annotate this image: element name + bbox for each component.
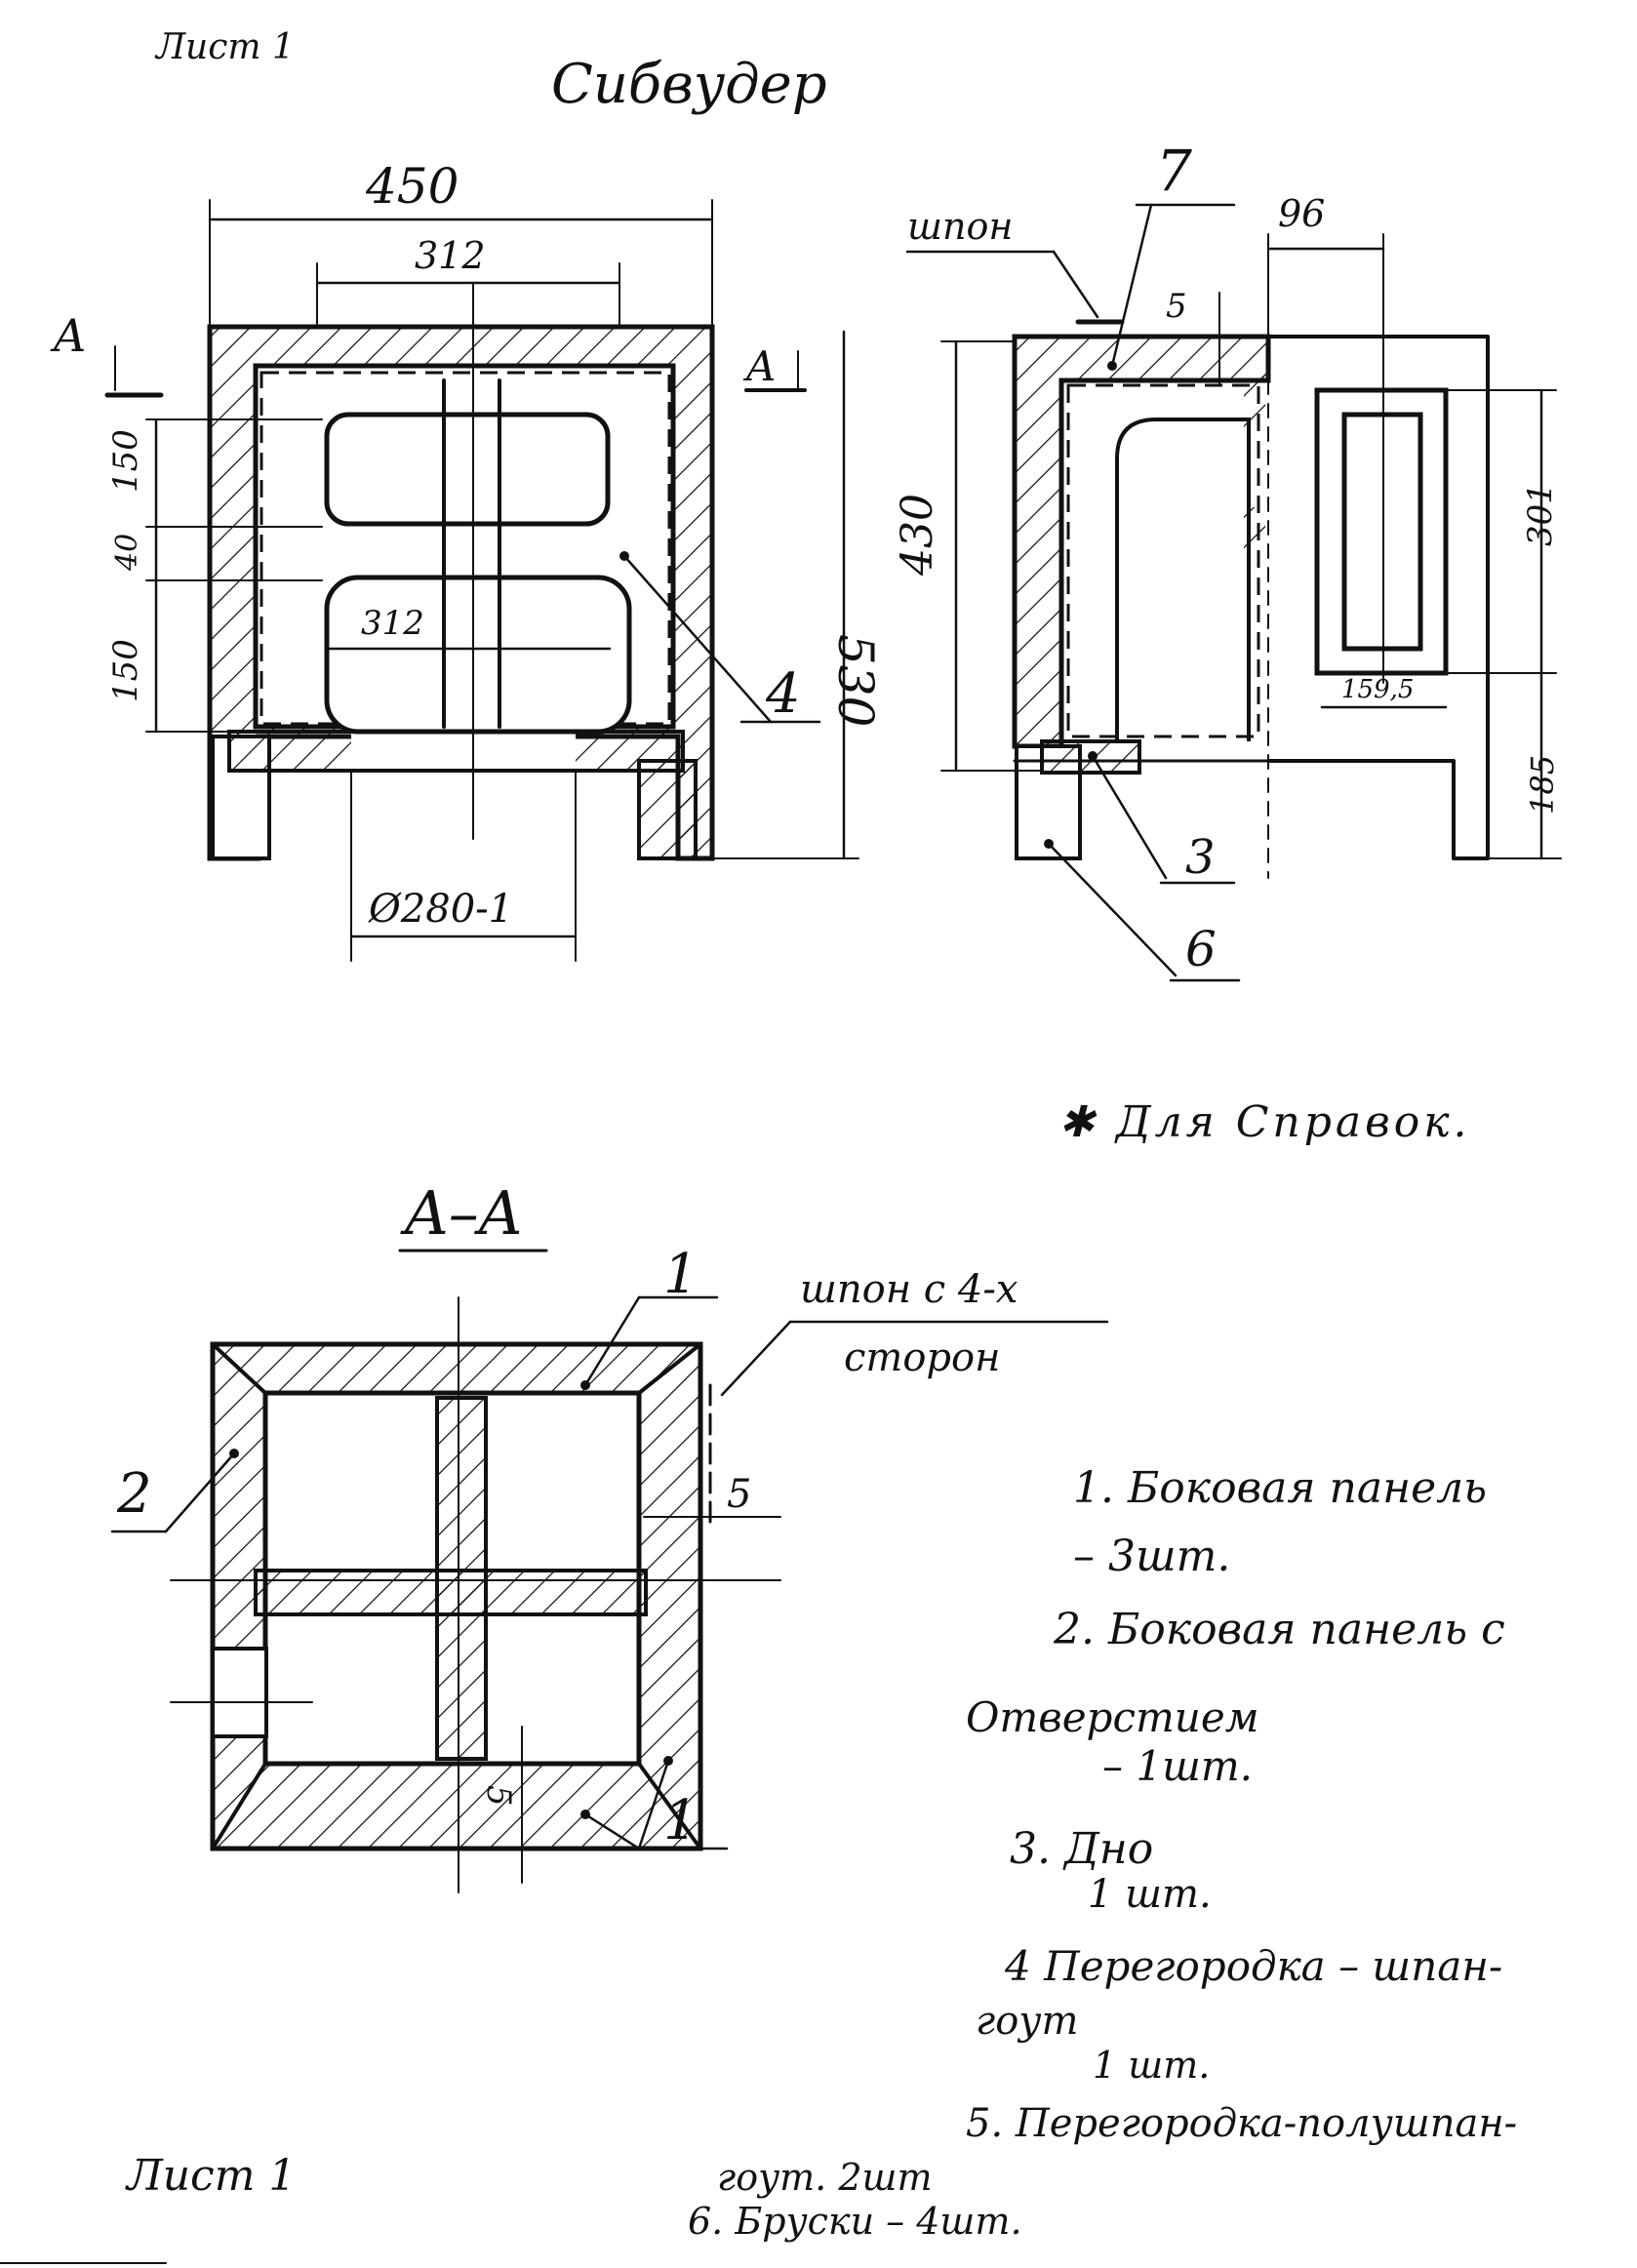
parts-line-2: – 3шт. xyxy=(1073,1532,1230,1581)
leader-label-7: 7 xyxy=(1156,138,1192,204)
drawing-title: Сибвудер xyxy=(551,53,827,116)
sheet-label-bottom: Лист 1 xyxy=(125,2151,296,2201)
side-body-hatched xyxy=(1012,334,1271,749)
dim-159-5: 159,5 xyxy=(1341,675,1414,704)
dim-5-right: 5 xyxy=(727,1472,751,1517)
parts-list: 1. Боковая панель – 3шт. 2. Боковая пане… xyxy=(688,1463,1517,2243)
dim-width-450: 450 xyxy=(365,158,459,215)
dim-5-side: 5 xyxy=(1166,287,1187,326)
parts-line-13: 6. Бруски – 4шт. xyxy=(688,2200,1022,2243)
dim-diameter: Ø280-1 xyxy=(368,887,513,932)
veneer-note-line1: шпон с 4-х xyxy=(800,1267,1018,1312)
label-veneer: шпон xyxy=(907,205,1013,248)
parts-line-1: 1. Боковая панель xyxy=(1073,1463,1487,1513)
dim-bottom-150: 150 xyxy=(106,639,145,702)
section-title: A–A xyxy=(400,1177,523,1249)
parts-line-7: 1 шт. xyxy=(1088,1872,1212,1917)
leader-label-3: 3 xyxy=(1185,830,1216,885)
dim-301: 301 xyxy=(1521,483,1560,546)
section-mark-left: A xyxy=(50,309,86,362)
parts-line-5: – 1шт. xyxy=(1102,1742,1253,1790)
leader-label-1-bottom: 1 xyxy=(663,1789,699,1852)
parts-line-11: 5. Перегородка-полушпан- xyxy=(966,2101,1517,2146)
front-view: 450 312 312 A A 530 150 40 150 Ø280-1 xyxy=(50,158,884,962)
dim-430: 430 xyxy=(893,494,942,577)
sheet-label-top: Лист 1 xyxy=(154,27,295,67)
front-opening-top xyxy=(324,412,611,527)
parts-line-3: 2. Боковая панель с xyxy=(1053,1605,1505,1654)
side-view: шпон 7 96 5 430 301 159,5 185 xyxy=(893,138,1562,982)
dim-inner-312: 312 xyxy=(415,234,486,277)
parts-line-8: 4 Перегородка – шпан- xyxy=(1004,1942,1502,1990)
section-view: A–A 1 2 шпон с 4-х сторон 5 5 xyxy=(110,1177,1109,1893)
reference-note: ✱ Для Справок. xyxy=(1058,1097,1471,1147)
front-leg-right xyxy=(637,759,698,860)
dim-height-530: 530 xyxy=(827,634,884,727)
parts-line-4: Отверстием xyxy=(966,1693,1259,1741)
dim-door-312: 312 xyxy=(361,604,424,643)
section-mark-right: A xyxy=(742,342,776,390)
parts-line-9: гоут xyxy=(976,1999,1078,2044)
side-door-opening xyxy=(1115,418,1251,741)
front-opening-bottom xyxy=(324,575,632,735)
dim-5-bottom: 5 xyxy=(479,1785,518,1807)
parts-line-12: гоут. 2шт xyxy=(717,2156,933,2199)
dim-185: 185 xyxy=(1524,755,1561,815)
parts-line-6: 3. Дно xyxy=(1010,1824,1153,1874)
leader-label-4: 4 xyxy=(765,662,801,726)
dim-middle-40: 40 xyxy=(110,534,144,572)
dim-96: 96 xyxy=(1278,192,1325,235)
leader-label-6: 6 xyxy=(1185,921,1217,977)
parts-line-10: 1 шт. xyxy=(1093,2044,1210,2087)
leader-label-2: 2 xyxy=(116,1462,152,1526)
leader-label-1-top: 1 xyxy=(663,1243,699,1306)
veneer-note-line2: сторон xyxy=(844,1335,1000,1380)
dim-top-150: 150 xyxy=(106,429,145,493)
section-partition-horizontal xyxy=(254,1569,648,1616)
